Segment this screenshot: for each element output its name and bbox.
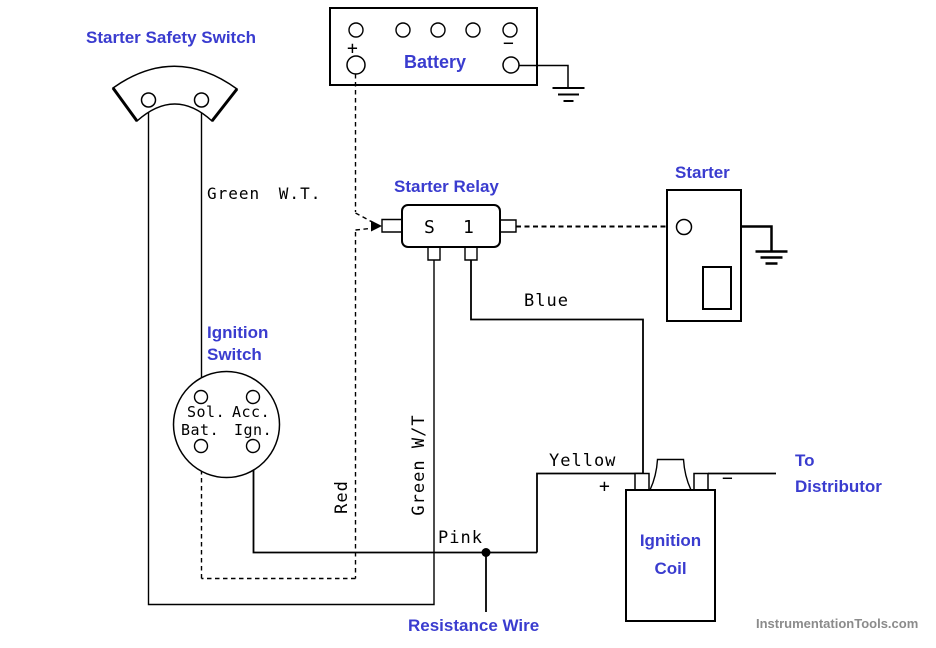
ignition-switch-terminal-ign: [247, 440, 260, 453]
battery-cell-cap-icon: [431, 23, 445, 37]
yellow-wire: [537, 474, 643, 553]
battery-symbol: [330, 8, 585, 101]
relay-terminal-s-label: S: [424, 217, 436, 238]
battery-body: [330, 8, 537, 85]
battery-ground-lead: [519, 66, 568, 89]
ignition-coil-label-line2: Coil: [654, 559, 687, 578]
starter-safety-switch-symbol: [113, 66, 237, 121]
ignition-switch-terminal-bat: [195, 440, 208, 453]
ground-icon: [756, 252, 788, 264]
to-distributor-label-line1: To: [795, 451, 815, 470]
relay-terminal-tab: [428, 247, 440, 260]
ignition-switch-label-line2: Switch: [207, 345, 262, 364]
blue-wire: [471, 260, 643, 474]
starter-label: Starter: [675, 163, 730, 182]
terminal-sol-label: Sol.: [187, 403, 226, 421]
ground-icon: [553, 88, 585, 101]
battery-cell-cap-icon: [396, 23, 410, 37]
coil-minus-sign: −: [722, 468, 734, 489]
starter-safety-switch-label: Starter Safety Switch: [86, 28, 257, 47]
coil-plus-sign: +: [599, 476, 611, 497]
ignition-coil-label-line1: Ignition: [639, 531, 702, 550]
terminal-acc-label: Acc.: [232, 403, 271, 421]
battery-negative-terminal: [503, 57, 519, 73]
ignition-coil-symbol: [626, 460, 715, 622]
blue-wire-label: Blue: [524, 291, 569, 311]
battery-positive-terminal: [347, 56, 365, 74]
ignition-switch-terminal-sol: [195, 391, 208, 404]
resistance-wire-label: Resistance Wire: [408, 616, 540, 635]
pink-wire-label: Pink: [438, 528, 483, 548]
junction-dot: [481, 548, 491, 557]
battery-plus-sign: +: [347, 38, 359, 59]
relay-body: [402, 205, 500, 247]
green-wt-vertical-wire-label: Green W/T: [409, 414, 429, 516]
starter-relay-symbol: [382, 205, 516, 260]
relay-terminal-tab: [500, 220, 516, 232]
coil-body: [626, 490, 715, 621]
relay-terminal-1-label: 1: [463, 217, 475, 238]
yellow-wire-label: Yellow: [549, 451, 617, 471]
ignition-switch-label-line1: Ignition: [207, 323, 269, 342]
green-wt-vertical-wire: [149, 107, 435, 605]
safety-switch-terminal: [195, 93, 209, 107]
battery-label: Battery: [404, 52, 467, 72]
starter-motor-block: [703, 267, 731, 309]
green-wt-wire-label: Green W.T.: [207, 184, 322, 203]
battery-cell-cap-icon: [466, 23, 480, 37]
relay-terminal-tab: [465, 247, 477, 260]
watermark: InstrumentationTools.com: [756, 616, 919, 631]
ignition-switch-symbol: [174, 372, 280, 478]
starter-ground-lead: [741, 227, 772, 252]
terminal-ign-label: Ign.: [234, 421, 273, 439]
wires: [149, 74, 777, 612]
arrowhead-icon: [371, 220, 382, 232]
red-wire-label: Red: [332, 480, 352, 514]
relay-terminal-tab: [382, 220, 402, 233]
coil-positive-terminal: [635, 474, 649, 491]
battery-cell-cap-icon: [503, 23, 517, 37]
safety-switch-edge: [212, 89, 237, 121]
starter-relay-label: Starter Relay: [394, 177, 499, 196]
starter-solenoid-terminal: [677, 220, 692, 235]
pink-wire: [254, 453, 538, 553]
battery-cell-cap-icon: [349, 23, 363, 37]
red-dashed-wire: [202, 74, 382, 579]
coil-negative-terminal: [694, 474, 708, 491]
terminal-bat-label: Bat.: [181, 421, 220, 439]
safety-switch-terminal: [142, 93, 156, 107]
ignition-switch-terminal-acc: [247, 391, 260, 404]
safety-switch-edge: [113, 88, 137, 121]
to-distributor-label-line2: Distributor: [795, 477, 882, 496]
battery-minus-sign: −: [503, 33, 515, 54]
coil-tower: [650, 460, 691, 491]
starter-symbol: [667, 190, 788, 321]
